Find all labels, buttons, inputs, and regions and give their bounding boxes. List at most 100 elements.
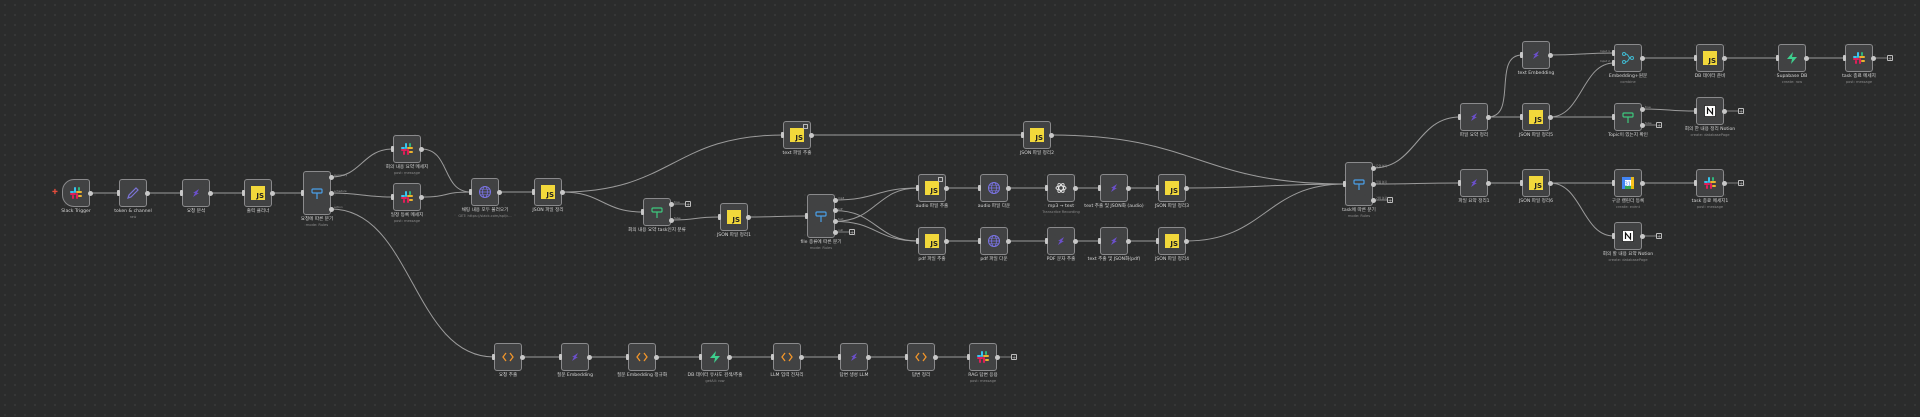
input-port[interactable] [1612, 233, 1615, 239]
connection-edge[interactable] [1549, 182, 1615, 237]
output-port[interactable] [1639, 55, 1645, 61]
connection-edge[interactable] [747, 215, 808, 218]
input-port[interactable] [1694, 108, 1697, 114]
trigger-plus-icon[interactable]: ✚ [52, 188, 58, 196]
node-file-summary[interactable] [1460, 103, 1488, 131]
input-port[interactable] [978, 238, 981, 244]
connection-edge[interactable] [834, 187, 919, 201]
connection-edge[interactable] [1185, 183, 1346, 189]
node-question-extract[interactable] [494, 343, 522, 371]
input-port[interactable] [391, 146, 394, 152]
node-text-embedding[interactable] [1522, 41, 1550, 69]
output-port[interactable] [932, 354, 938, 360]
input-port[interactable] [1098, 185, 1101, 191]
node-task-branch[interactable] [1345, 162, 1373, 206]
output-port[interactable] [1370, 197, 1376, 203]
output-port[interactable] [1803, 55, 1809, 61]
input-port[interactable] [1612, 114, 1615, 120]
connection-edge[interactable] [330, 192, 394, 198]
input-port[interactable] [1694, 180, 1697, 186]
node-json-parse2[interactable]: JS [1023, 121, 1051, 149]
add-node-plus-icon[interactable]: + [1738, 180, 1744, 187]
input-port[interactable] [559, 354, 562, 360]
node-json-parse3[interactable]: JS [1158, 174, 1186, 202]
output-port[interactable] [994, 354, 1000, 360]
node-supabase-db[interactable] [1778, 44, 1806, 72]
output-port[interactable] [1639, 180, 1645, 186]
output-port[interactable] [1721, 55, 1727, 61]
input-port[interactable] [1458, 180, 1461, 186]
output-port[interactable] [798, 354, 804, 360]
input-port[interactable] [916, 238, 919, 244]
input-port[interactable] [469, 189, 472, 195]
node-output-parser[interactable]: JS [244, 179, 272, 207]
node-schedule-register-msg[interactable] [393, 183, 421, 211]
connection-edge[interactable] [834, 187, 919, 222]
add-node-plus-icon[interactable]: + [1656, 233, 1662, 240]
input-port[interactable] [242, 190, 245, 196]
output-port[interactable] [832, 218, 838, 224]
output-port[interactable] [865, 354, 871, 360]
input-port[interactable] [905, 354, 908, 360]
input-port[interactable] [180, 190, 183, 196]
add-node-plus-icon[interactable]: + [849, 229, 855, 236]
input-port[interactable] [1612, 50, 1615, 56]
output-port[interactable] [144, 190, 150, 196]
output-port[interactable] [519, 354, 525, 360]
input-port[interactable] [532, 189, 535, 195]
node-pdf-extract[interactable]: JS [918, 227, 946, 255]
output-port[interactable] [87, 190, 93, 196]
output-port[interactable] [832, 229, 838, 235]
node-token-channel[interactable] [119, 179, 147, 207]
output-port[interactable] [1005, 185, 1011, 191]
output-port[interactable] [418, 194, 424, 200]
output-port[interactable] [1721, 180, 1727, 186]
add-node-plus-icon[interactable]: + [1011, 354, 1017, 361]
output-port[interactable] [1485, 180, 1491, 186]
output-port[interactable] [1547, 52, 1553, 58]
node-meeting-notion-summary[interactable] [1614, 222, 1642, 250]
output-port[interactable] [328, 174, 334, 180]
output-port[interactable] [668, 201, 674, 207]
output-port[interactable] [1183, 238, 1189, 244]
node-meeting-task-branch[interactable] [643, 198, 671, 226]
output-port[interactable] [496, 189, 502, 195]
connection-edge[interactable] [330, 208, 495, 358]
connection-edge[interactable] [1185, 183, 1346, 242]
output-port[interactable] [1639, 233, 1645, 239]
node-embedding-merge[interactable] [1614, 44, 1642, 72]
node-slack-trigger[interactable] [62, 179, 90, 207]
node-json-parse5[interactable]: JS [1522, 103, 1550, 131]
node-text-to-json-pdf[interactable] [1100, 227, 1128, 255]
input-port[interactable] [718, 214, 721, 220]
output-port[interactable] [1639, 106, 1645, 112]
input-port[interactable] [838, 354, 841, 360]
output-port[interactable] [207, 190, 213, 196]
input-port[interactable] [492, 354, 495, 360]
node-text-extract[interactable]: JS [783, 121, 811, 149]
output-port[interactable] [745, 214, 751, 220]
input-port[interactable] [1843, 55, 1846, 61]
output-port[interactable] [1072, 238, 1078, 244]
node-google-calendar[interactable]: 31 [1614, 169, 1642, 197]
node-answer-llm[interactable] [840, 343, 868, 371]
node-topic-check[interactable] [1614, 103, 1642, 131]
add-node-plus-icon[interactable]: + [1887, 55, 1893, 62]
node-json-parse[interactable]: JS [534, 178, 562, 206]
connection-edge[interactable] [670, 216, 721, 221]
node-task-done-msg[interactable] [1845, 44, 1873, 72]
connection-edge[interactable] [1372, 116, 1461, 169]
node-fetch-all-channel[interactable] [471, 178, 499, 206]
connection-edge[interactable] [561, 134, 784, 193]
input-port[interactable] [771, 354, 774, 360]
output-port[interactable] [832, 197, 838, 203]
output-port[interactable] [1370, 181, 1376, 187]
node-task-done-msg1[interactable] [1696, 169, 1724, 197]
add-node-plus-icon[interactable]: + [685, 201, 691, 208]
node-llm-input-prep[interactable] [773, 343, 801, 371]
node-db-similarity[interactable] [701, 343, 729, 371]
input-port[interactable] [1098, 238, 1101, 244]
output-port[interactable] [653, 354, 659, 360]
output-port[interactable] [726, 354, 732, 360]
output-port[interactable] [269, 190, 275, 196]
